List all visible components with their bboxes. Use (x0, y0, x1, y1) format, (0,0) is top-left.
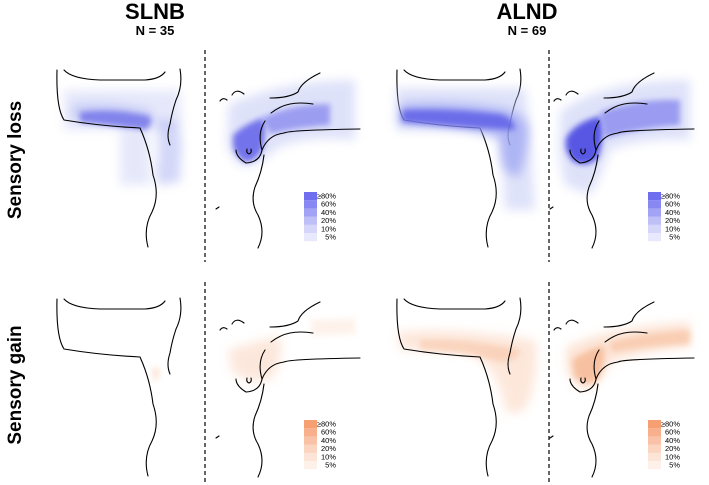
panel-alnd-back-loss-heat (396, 88, 535, 210)
legend-level-label: 10% (321, 452, 336, 461)
panel-slnb-back-gain (56, 297, 182, 477)
legend-level-label: 40% (321, 436, 336, 445)
legend-slnb-loss: ≥80%60%40%20%10%5% (304, 192, 336, 242)
group-title-alnd: ALND (496, 0, 557, 24)
legend-swatch (648, 200, 661, 209)
legend-swatch (648, 420, 661, 429)
legend-level-label: 20% (665, 216, 680, 225)
legend-level-label: ≥80% (661, 420, 680, 429)
legend-swatch (648, 233, 661, 242)
legend-level-label: 20% (321, 216, 336, 225)
legend-level-label: 5% (669, 461, 680, 470)
legend-swatch (304, 461, 317, 470)
group-n-alnd: N = 69 (508, 23, 547, 38)
legend-level-label: 60% (321, 200, 336, 209)
legend-level-label: 5% (325, 461, 336, 470)
legend-swatch (648, 192, 661, 201)
legend-slnb-gain: ≥80%60%40%20%10%5% (304, 420, 336, 470)
legend-swatch (304, 436, 317, 445)
legend-level-label: 60% (665, 200, 680, 209)
panel-slnb-front-loss (215, 72, 361, 249)
group-title-slnb: SLNB (125, 0, 185, 24)
legend-level-label: 20% (665, 444, 680, 453)
legend-swatch (304, 192, 317, 201)
panel-slnb-back-loss (56, 68, 182, 248)
legend-level-label: 5% (669, 233, 680, 242)
legend-level-label: 60% (665, 428, 680, 437)
legend-alnd-gain: ≥80%60%40%20%10%5% (648, 420, 680, 470)
legend-swatch (648, 444, 661, 453)
legend-swatch (304, 444, 317, 453)
legend-level-label: 20% (321, 444, 336, 453)
legend-swatch (304, 200, 317, 209)
legend-swatch (304, 452, 317, 461)
legend-swatch (304, 420, 317, 429)
legend-swatch (304, 208, 317, 217)
group-header-slnb: SLNB N = 35 (125, 0, 185, 38)
panel-slnb-front-gain (215, 301, 361, 478)
row-label-sensory-loss: Sensory loss (5, 101, 26, 219)
group-header-alnd: ALND N = 69 (496, 0, 557, 38)
panel-alnd-back-gain (396, 297, 537, 477)
legend-level-label: 10% (665, 452, 680, 461)
legend-swatch (304, 224, 317, 233)
legends: ≥80%60%40%20%10%5%≥80%60%40%20%10%5%≥80%… (304, 192, 680, 470)
group-n-slnb: N = 35 (136, 23, 175, 38)
legend-swatch (648, 208, 661, 217)
legend-swatch (304, 428, 317, 437)
legend-swatch (304, 216, 317, 225)
legend-swatch (648, 461, 661, 470)
legend-level-label: ≥80% (317, 420, 336, 429)
legend-level-label: 40% (665, 208, 680, 217)
legend-swatch (648, 224, 661, 233)
legend-level-label: 10% (321, 224, 336, 233)
legend-level-label: 40% (321, 208, 336, 217)
legend-level-label: 60% (321, 428, 336, 437)
legend-swatch (648, 428, 661, 437)
legend-alnd-loss: ≥80%60%40%20%10%5% (648, 192, 680, 242)
legend-level-label: 5% (325, 233, 336, 242)
row-label-sensory-gain: Sensory gain (5, 325, 26, 444)
legend-swatch (648, 216, 661, 225)
legend-swatch (304, 233, 317, 242)
legend-level-label: 40% (665, 436, 680, 445)
legend-level-label: 10% (665, 224, 680, 233)
legend-level-label: ≥80% (317, 192, 336, 201)
legend-level-label: ≥80% (661, 192, 680, 201)
legend-swatch (648, 436, 661, 445)
legend-swatch (648, 452, 661, 461)
